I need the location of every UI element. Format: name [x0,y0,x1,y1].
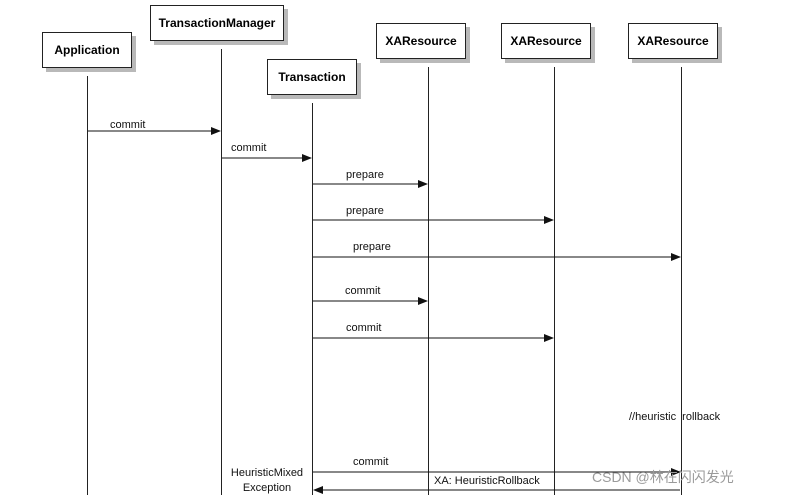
actor-xaresource-2: XAResource [501,23,591,59]
note-heuristic-mixed-exception: HeuristicMixed Exception [222,466,312,496]
message-label-commit-2: commit [231,142,267,154]
watermark: CSDN @林在闪闪发光 [592,469,734,485]
actor-label: XAResource [637,34,709,48]
actor-label: Application [54,43,120,57]
actor-transaction-manager: TransactionManager [150,5,284,41]
actor-label: XAResource [510,34,582,48]
actor-transaction: Transaction [267,59,357,95]
lifeline-transaction [312,103,313,495]
message-label-commit-5: commit [353,456,389,468]
lifeline-xaresource-1 [428,67,429,495]
message-label-prepare-1: prepare [346,169,384,181]
actor-application: Application [42,32,132,68]
message-label-prepare-3: prepare [353,241,391,253]
lifeline-xaresource-3 [681,67,682,495]
message-label-heuristic-rollback: XA: HeuristicRollback [434,475,540,487]
lifeline-transaction-manager [221,49,222,495]
actor-xaresource-3: XAResource [628,23,718,59]
lifeline-xaresource-2 [554,67,555,495]
note-line: HeuristicMixed [230,467,304,479]
actor-xaresource-1: XAResource [376,23,466,59]
actor-label: XAResource [385,34,457,48]
actor-label: Transaction [278,70,346,84]
note-heuristic-rollback: //heuristic rollback [629,411,721,423]
actor-label: TransactionManager [158,16,276,30]
lifeline-application [87,76,88,495]
note-line: Exception [242,482,292,494]
message-label-commit-1: commit [110,119,146,131]
message-label-commit-4: commit [346,322,382,334]
message-label-commit-3: commit [345,285,381,297]
message-label-prepare-2: prepare [346,205,384,217]
